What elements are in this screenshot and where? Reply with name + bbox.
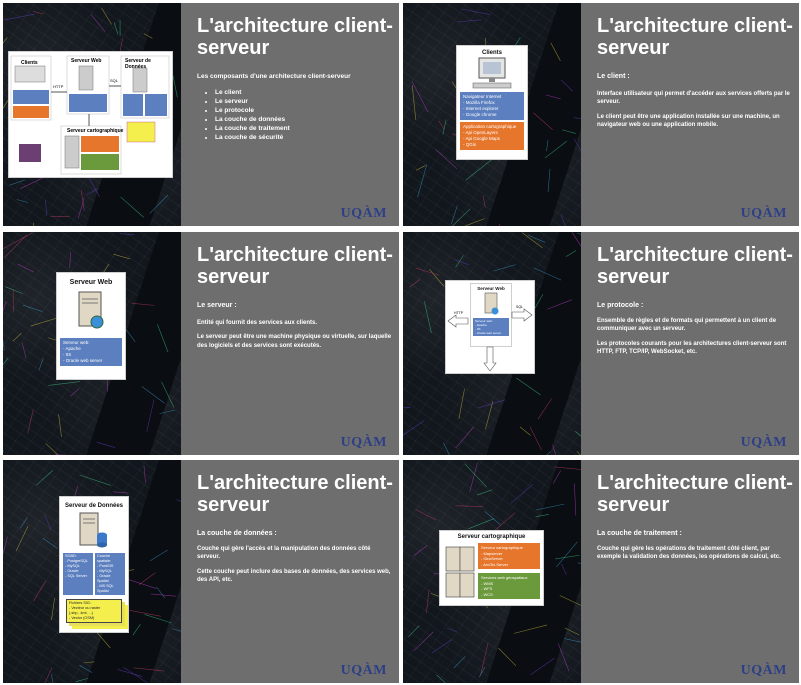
- db-label: Serveur de Données: [125, 58, 151, 70]
- sgbd-box: SGBD: - PostgreSQL - MySQL - Oracle - SQ…: [63, 553, 93, 595]
- text-panel: L'architecture client-serveur Le client …: [581, 3, 799, 226]
- protocol-figure: Serveur Web Serveur web: - Apache - IIS …: [445, 280, 535, 374]
- web-server-card: Serveur Web Serveur web: - Apache - IIS …: [470, 283, 512, 347]
- slide-3[interactable]: Serveur Web Serveur web: - Apache - IIS …: [3, 232, 399, 455]
- section-heading: Le client :: [597, 73, 630, 80]
- uqam-logo: UQÀM: [340, 435, 387, 450]
- paragraph: Couche qui gère les opérations de traite…: [597, 545, 781, 561]
- computer-icon: [472, 57, 512, 89]
- slide-6[interactable]: Serveur cartographique Serveur cartograp…: [403, 460, 799, 683]
- slide-content: Le client : Interface utilisateur qui pe…: [597, 73, 793, 136]
- architecture-diagram: Clients Serveur Web Serveur de Données S…: [8, 51, 173, 178]
- uqam-logo: UQÀM: [740, 206, 787, 221]
- paragraph: Les protocoles courants pour les archite…: [597, 340, 787, 356]
- server-icon: [484, 292, 499, 315]
- list-item: Le serveur: [215, 97, 393, 106]
- protocol-arrows: [447, 308, 533, 372]
- spatial-layer-box: Couche spatiale: - PostGIS - MySQL - Ora…: [95, 553, 125, 595]
- clients-label: Clients: [21, 60, 38, 66]
- geo-services-box: Services web géospatiaux - WMS - WFS - W…: [478, 573, 540, 599]
- server-stack-icon: [445, 546, 475, 598]
- components-list: Le client Le serveur Le protocole La cou…: [197, 88, 393, 142]
- server-icon: [78, 291, 104, 329]
- carto-app-box: Application cartographique - Api OpenLay…: [460, 122, 524, 150]
- carto-label: Serveur cartographique: [67, 128, 124, 134]
- text-panel: L'architecture client-serveur La couche …: [181, 460, 399, 683]
- http-tag: HTTP: [53, 84, 64, 89]
- slide-5[interactable]: Serveur de Données SGBD: - PostgreSQL - …: [3, 460, 399, 683]
- paragraph: Couche qui gère l'accès et la manipulati…: [197, 545, 371, 561]
- list-item: La couche de données: [215, 115, 393, 124]
- paragraph: Interface utilisateur qui permet d'accéd…: [597, 90, 790, 106]
- slide-title: L'architecture client-serveur: [597, 244, 793, 288]
- text-panel: L'architecture client-serveur Le protoco…: [581, 232, 799, 455]
- gis-files-box: Fichiers SIG: - Vecteur ou raster (.shp,…: [66, 599, 122, 623]
- browser-box: Navigateur Internet - Mozilla Firefox - …: [460, 92, 524, 120]
- slide-content: Le protocole : Ensemble de règles et de …: [597, 302, 793, 363]
- web-server-box: Serveur web: - Apache - IIS - Oracle web…: [60, 338, 122, 366]
- uqam-logo: UQÀM: [740, 435, 787, 450]
- slide-1[interactable]: Clients Serveur Web Serveur de Données S…: [3, 3, 399, 226]
- slide-content: Le serveur : Entité qui fournit des serv…: [197, 302, 393, 356]
- slide-subtitle: Les composants d'une architecture client…: [197, 73, 393, 142]
- paragraph: Entité qui fournit des services aux clie…: [197, 319, 318, 326]
- uqam-logo: UQÀM: [340, 663, 387, 678]
- section-heading: La couche de données :: [197, 530, 277, 537]
- list-item: Le client: [215, 88, 393, 97]
- data-server-figure: Serveur de Données SGBD: - PostgreSQL - …: [59, 496, 129, 633]
- slide-2[interactable]: Clients Navigateur Internet - Mozilla Fi…: [403, 3, 799, 226]
- map-server-figure: Serveur cartographique Serveur cartograp…: [439, 530, 544, 606]
- figure-title: Serveur Web: [69, 279, 113, 286]
- map-background: [403, 232, 624, 455]
- slide-content: La couche de données : Couche qui gère l…: [197, 530, 393, 591]
- slide-title: L'architecture client-serveur: [597, 15, 793, 59]
- section-heading: Le protocole :: [597, 302, 644, 309]
- list-item: Le protocole: [215, 106, 393, 115]
- server-icon: [79, 512, 107, 548]
- sql-tag: SQL: [110, 78, 119, 83]
- figure-title: Serveur de Données: [64, 503, 124, 509]
- paragraph: Ensemble de règles et de formats qui per…: [597, 317, 777, 333]
- slide-content: La couche de traitement : Couche qui gèr…: [597, 530, 793, 568]
- slide-title: L'architecture client-serveur: [197, 472, 393, 516]
- section-heading: La couche de traitement :: [597, 530, 682, 537]
- uqam-logo: UQÀM: [340, 206, 387, 221]
- section-heading: Le serveur :: [197, 302, 237, 309]
- slide-title: L'architecture client-serveur: [197, 15, 393, 59]
- text-panel: L'architecture client-serveur Les compos…: [181, 3, 399, 226]
- text-panel: L'architecture client-serveur Le serveur…: [181, 232, 399, 455]
- list-item: La couche de sécurité: [215, 133, 393, 142]
- text-panel: L'architecture client-serveur La couche …: [581, 460, 799, 683]
- paragraph: Cette couche peut inclure des bases de d…: [197, 568, 391, 584]
- web-server-figure: Serveur Web Serveur web: - Apache - IIS …: [56, 272, 126, 380]
- list-item: La couche de traitement: [215, 124, 393, 133]
- map-server-box: Serveur cartographique - Mapserver - Geo…: [478, 543, 540, 569]
- web-server-box: Serveur web: - Apache - IIS - Oracle web…: [473, 318, 509, 336]
- web-label: Serveur Web: [71, 58, 102, 64]
- figure-title: Serveur cartographique: [457, 534, 526, 540]
- sql-tag: SQL: [516, 305, 524, 309]
- slide-4[interactable]: Serveur Web Serveur web: - Apache - IIS …: [403, 232, 799, 455]
- http-tag: HTTP: [454, 311, 464, 315]
- clients-figure: Clients Navigateur Internet - Mozilla Fi…: [456, 45, 528, 160]
- paragraph: Le client peut être une application inst…: [597, 113, 780, 129]
- figure-title: Clients: [481, 50, 502, 56]
- subtitle-text: Les composants d'une architecture client…: [197, 73, 351, 80]
- figure-title: Serveur Web: [477, 286, 505, 291]
- paragraph: Le serveur peut être une machine physiqu…: [197, 334, 392, 349]
- slide-title: L'architecture client-serveur: [597, 472, 793, 516]
- slide-title: L'architecture client-serveur: [197, 244, 393, 288]
- uqam-logo: UQÀM: [740, 663, 787, 678]
